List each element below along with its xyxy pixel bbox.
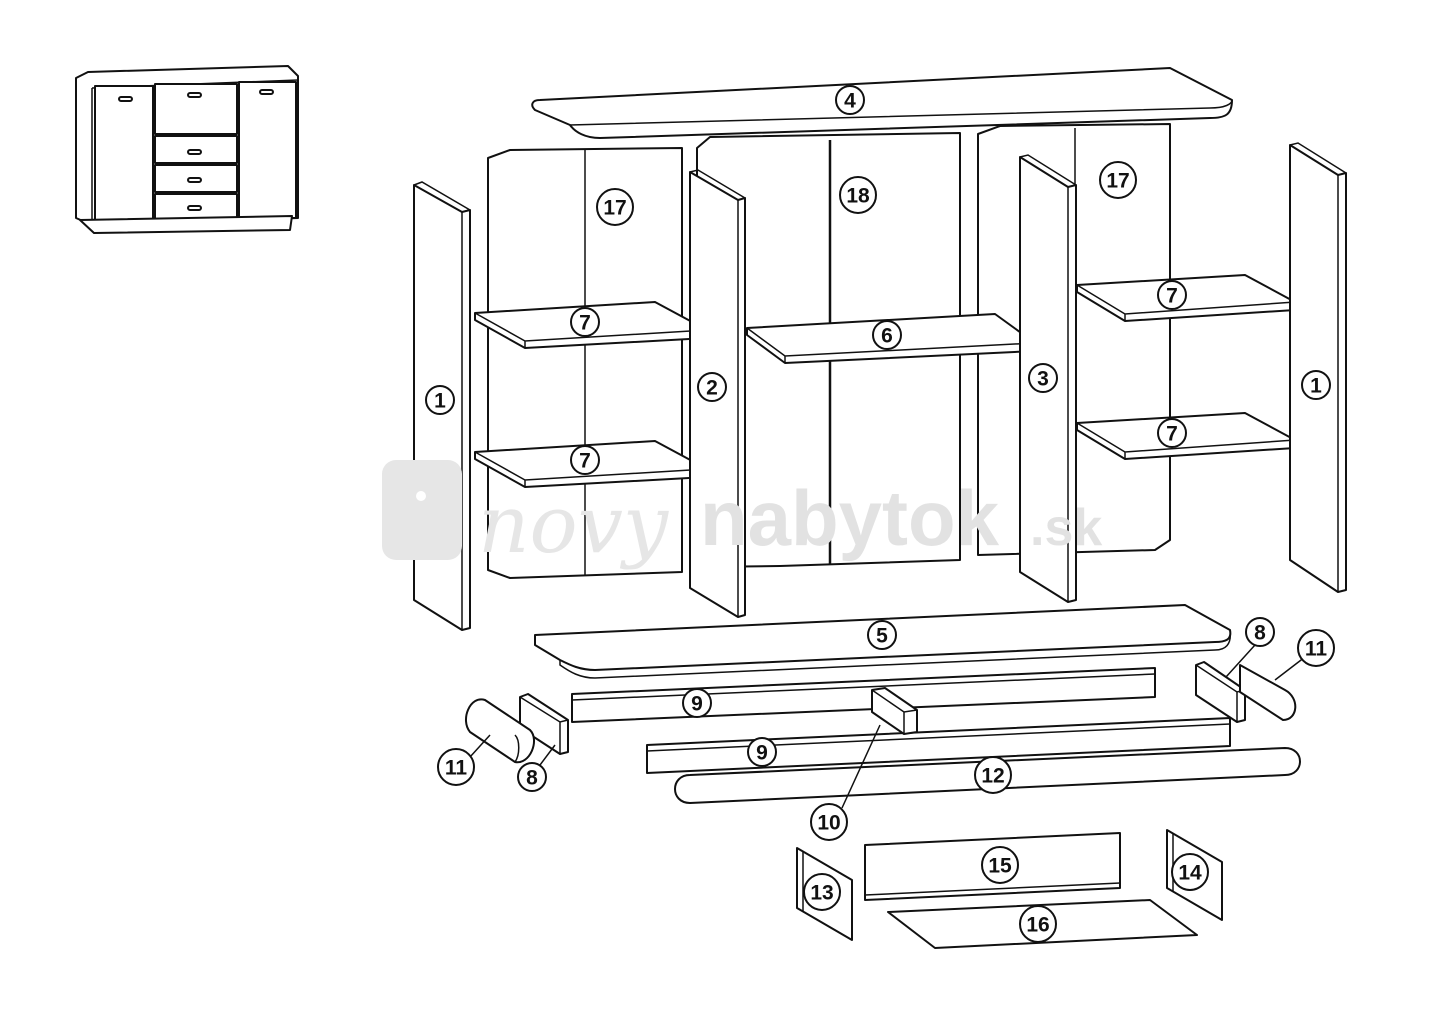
svg-text:16: 16 xyxy=(1026,914,1049,937)
svg-text:9: 9 xyxy=(756,742,768,765)
part-label-17-right: 17 xyxy=(1099,161,1137,199)
part-label-9-front: 9 xyxy=(747,737,777,767)
support-block xyxy=(871,687,918,735)
svg-text:7: 7 xyxy=(1166,423,1178,446)
part-label-12: 12 xyxy=(974,756,1012,794)
plinth-cap-right xyxy=(1239,664,1297,721)
svg-text:9: 9 xyxy=(691,693,703,716)
part-label-5: 5 xyxy=(867,620,897,650)
plinth-end-right xyxy=(1195,661,1246,723)
part-label-4: 4 xyxy=(835,85,865,115)
watermark-suffix: .sk xyxy=(1030,499,1102,557)
part-label-8-right: 8 xyxy=(1245,617,1275,647)
part-label-7-left-lower: 7 xyxy=(570,445,600,475)
svg-text:11: 11 xyxy=(445,757,468,780)
svg-text:7: 7 xyxy=(579,450,591,473)
svg-text:15: 15 xyxy=(988,855,1012,878)
svg-text:8: 8 xyxy=(526,767,538,790)
assembled-cabinet-thumbnail xyxy=(75,65,299,234)
part-label-9-back: 9 xyxy=(682,688,712,718)
svg-text:10: 10 xyxy=(817,812,840,835)
part-label-7-right-lower: 7 xyxy=(1157,418,1187,448)
part-label-7-left-upper: 7 xyxy=(570,307,600,337)
watermark: novy nabytok .sk xyxy=(382,460,1102,571)
watermark-script: novy xyxy=(478,478,670,571)
svg-text:6: 6 xyxy=(881,325,893,348)
svg-text:18: 18 xyxy=(846,185,870,208)
plinth-cap-left xyxy=(465,698,535,764)
part-label-18: 18 xyxy=(839,176,877,214)
part-label-7-right-upper: 7 xyxy=(1157,280,1187,310)
svg-text:7: 7 xyxy=(1166,285,1178,308)
svg-text:14: 14 xyxy=(1178,862,1202,885)
svg-text:3: 3 xyxy=(1037,368,1049,391)
side-panel-right xyxy=(1289,142,1347,593)
part-label-11-left: 11 xyxy=(437,748,475,786)
svg-text:12: 12 xyxy=(981,765,1004,788)
part-label-1-right: 1 xyxy=(1301,370,1331,400)
rail-front xyxy=(646,717,1231,774)
part-label-15: 15 xyxy=(981,846,1019,884)
rail-back xyxy=(571,667,1156,723)
svg-text:1: 1 xyxy=(1310,375,1322,398)
svg-text:4: 4 xyxy=(844,90,856,113)
svg-text:17: 17 xyxy=(1106,170,1129,193)
part-label-6: 6 xyxy=(872,320,902,350)
part-label-13: 13 xyxy=(803,873,841,911)
top-panel xyxy=(531,67,1233,139)
svg-text:2: 2 xyxy=(706,377,718,400)
svg-text:8: 8 xyxy=(1254,622,1266,645)
part-label-17-left: 17 xyxy=(596,188,634,226)
part-label-1-left: 1 xyxy=(425,385,455,415)
svg-text:7: 7 xyxy=(579,312,591,335)
svg-text:5: 5 xyxy=(876,625,888,648)
part-label-2: 2 xyxy=(697,372,727,402)
svg-text:11: 11 xyxy=(1305,638,1328,661)
svg-text:13: 13 xyxy=(810,882,833,905)
svg-text:1: 1 xyxy=(434,390,446,413)
part-label-10: 10 xyxy=(810,803,848,841)
part-label-3: 3 xyxy=(1028,363,1058,393)
part-label-14: 14 xyxy=(1171,853,1209,891)
part-label-8-left: 8 xyxy=(517,762,547,792)
part-label-16: 16 xyxy=(1019,905,1057,943)
watermark-bold: nabytok xyxy=(700,474,1000,562)
svg-text:17: 17 xyxy=(603,197,626,220)
part-label-11-right: 11 xyxy=(1297,629,1335,667)
